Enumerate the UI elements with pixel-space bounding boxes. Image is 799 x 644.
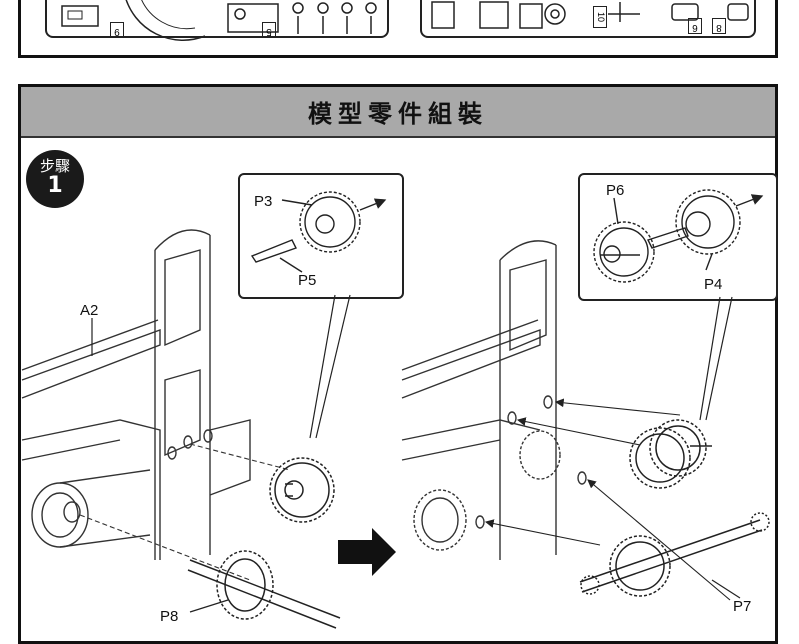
left-frame-drawing (21, 229, 251, 560)
callout-box-right (578, 173, 778, 301)
section-title: 模型零件組裝 (308, 100, 488, 128)
step-badge: 步驟 1 (26, 150, 84, 208)
sprue-right-panel (420, 0, 756, 38)
label-p6: P6 (606, 182, 625, 199)
gear-p3-drawing (269, 457, 335, 523)
label-a2: A2 (80, 302, 99, 319)
step-number: 1 (47, 173, 63, 198)
label-p8: P8 (160, 608, 179, 625)
label-p4: P4 (704, 276, 723, 293)
sprue-parts-drawing (61, 0, 749, 41)
label-p5: P5 (298, 272, 317, 289)
section-title-bar: 模型零件組裝 (21, 87, 775, 138)
gear-p4-p6-drawing (629, 419, 712, 489)
label-p3: P3 (254, 193, 273, 210)
gear-p7-drawing (579, 512, 770, 597)
label-p7: P7 (733, 598, 752, 615)
sprue-tag-10: 10 (593, 6, 607, 28)
step-label: 步驟 (39, 157, 70, 175)
right-frame-drawing (401, 240, 587, 560)
next-step-arrow (338, 528, 396, 576)
sprue-left-panel (45, 0, 389, 38)
callout-left-drawing (250, 191, 387, 273)
assembly-illustration (21, 189, 770, 629)
gear-p8-drawing (187, 550, 341, 629)
sprue-frame (18, 0, 778, 58)
callout-right-drawing (593, 189, 764, 283)
